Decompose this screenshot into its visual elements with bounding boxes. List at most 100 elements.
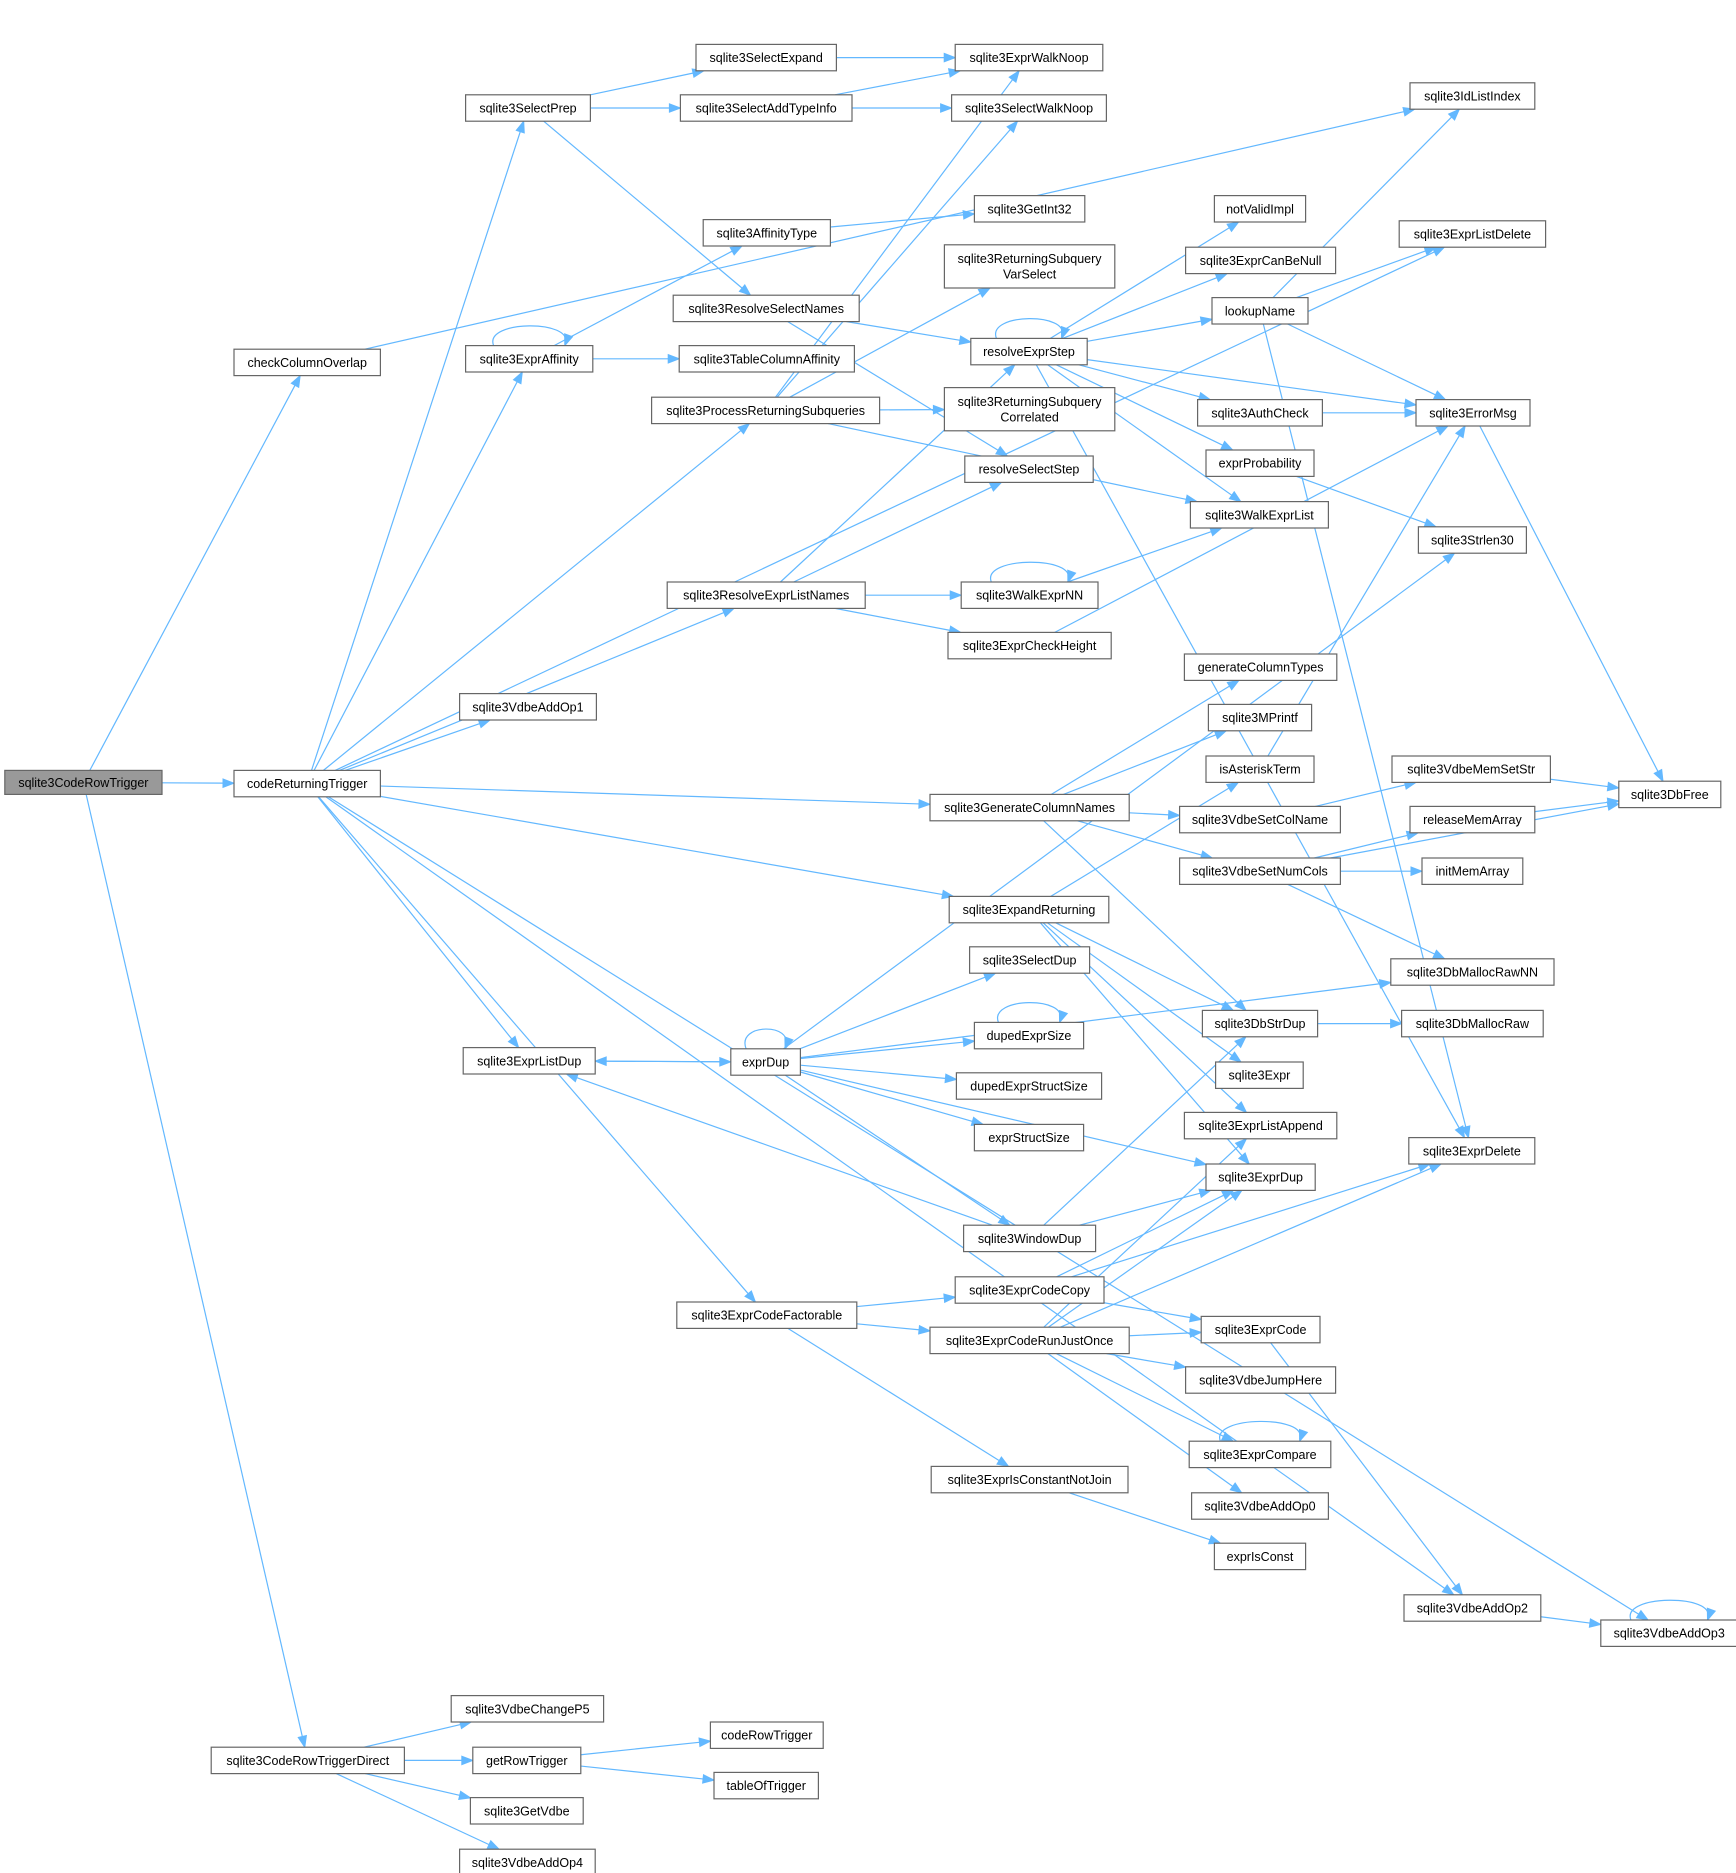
node-sqlite3VdbeMemSetStr[interactable]: sqlite3VdbeMemSetStr (1391, 755, 1551, 783)
edge-arrowhead (698, 1737, 712, 1748)
node-sqlite3VdbeAddOp0[interactable]: sqlite3VdbeAddOp0 (1190, 1492, 1329, 1520)
node-sqlite3ExprCodeFactorable[interactable]: sqlite3ExprCodeFactorable (676, 1301, 858, 1329)
node-label: sqlite3ExprCodeCopy (969, 1284, 1091, 1298)
node-sqlite3AffinityType[interactable]: sqlite3AffinityType (702, 219, 832, 247)
node-sqlite3VdbeAddOp3[interactable]: sqlite3VdbeAddOp3 (1600, 1619, 1736, 1647)
node-sqlite3GetVdbe[interactable]: sqlite3GetVdbe (469, 1796, 584, 1825)
node-box (1214, 1061, 1304, 1089)
node-sqlite3GetInt32[interactable]: sqlite3GetInt32 (973, 195, 1086, 223)
node-resolveSelectStep[interactable]: resolveSelectStep (964, 455, 1094, 483)
node-sqlite3MPrintf[interactable]: sqlite3MPrintf (1207, 703, 1313, 732)
node-label: sqlite3AffinityType (717, 226, 818, 240)
edge-arrowhead (1067, 569, 1077, 584)
node-sqlite3ExprCodeCopy[interactable]: sqlite3ExprCodeCopy (954, 1276, 1105, 1304)
node-sqlite3DbStrDup[interactable]: sqlite3DbStrDup (1201, 1009, 1319, 1038)
edge-arrowhead (667, 353, 681, 364)
node-sqlite3ResolveSelectNames[interactable]: sqlite3ResolveSelectNames (672, 294, 860, 323)
node-lookupName[interactable]: lookupName (1211, 297, 1309, 325)
node-sqlite3GenerateColumnNames[interactable]: sqlite3GenerateColumnNames (929, 793, 1130, 822)
node-box (1183, 1111, 1338, 1140)
node-sqlite3AuthCheck[interactable]: sqlite3AuthCheck (1196, 399, 1323, 427)
node-label: sqlite3ExprCanBeNull (1200, 254, 1322, 268)
node-sqlite3ExprListAppend[interactable]: sqlite3ExprListAppend (1183, 1111, 1338, 1140)
node-exprStructSize[interactable]: exprStructSize (973, 1123, 1085, 1152)
edge-root-to-sqlite3CodeRowTriggerDirect (85, 794, 308, 1749)
node-label: sqlite3DbMallocRaw (1416, 1017, 1530, 1031)
edge-line (800, 1041, 965, 1060)
node-sqlite3ExprListDelete[interactable]: sqlite3ExprListDelete (1398, 220, 1547, 248)
node-sqlite3ExprWalkNoop[interactable]: sqlite3ExprWalkNoop (954, 43, 1104, 72)
node-sqlite3CodeRowTriggerDirect[interactable]: sqlite3CodeRowTriggerDirect (210, 1746, 405, 1775)
node-dupedExprStructSize[interactable]: dupedExprStructSize (955, 1072, 1103, 1100)
node-label: sqlite3Strlen30 (1431, 534, 1514, 548)
node-isAsteriskTerm[interactable]: isAsteriskTerm (1205, 755, 1315, 783)
node-releaseMemArray[interactable]: releaseMemArray (1409, 805, 1536, 834)
node-sqlite3ResolveExprListNames[interactable]: sqlite3ResolveExprListNames (666, 581, 866, 609)
edge-line (344, 722, 481, 771)
edge-arrowhead (507, 1035, 520, 1049)
edge-line (1087, 359, 1407, 405)
node-sqlite3TableColumnAffinity[interactable]: sqlite3TableColumnAffinity (678, 345, 856, 373)
node-sqlite3VdbeAddOp4[interactable]: sqlite3VdbeAddOp4 (459, 1848, 596, 1873)
node-exprDup[interactable]: exprDup (730, 1048, 801, 1076)
node-sqlite3VdbeSetNumCols[interactable]: sqlite3VdbeSetNumCols (1178, 857, 1341, 885)
node-sqlite3ExprCompare[interactable]: sqlite3ExprCompare (1188, 1440, 1332, 1469)
node-generateColumnTypes[interactable]: generateColumnTypes (1183, 653, 1338, 681)
node-getRowTrigger[interactable]: getRowTrigger (472, 1746, 582, 1775)
node-box (1415, 399, 1531, 427)
node-sqlite3ExprCheckHeight[interactable]: sqlite3ExprCheckHeight (947, 631, 1112, 660)
node-sqlite3ExprDelete[interactable]: sqlite3ExprDelete (1408, 1136, 1536, 1165)
node-sqlite3VdbeAddOp1[interactable]: sqlite3VdbeAddOp1 (459, 692, 598, 721)
edge-sqlite3ExprCodeRunJustOnce-to-sqlite3ExprDup (1047, 1189, 1244, 1328)
edge-sqlite3ExprCodeRunJustOnce-to-sqlite3ExprCode (1129, 1327, 1203, 1338)
node-sqlite3ExprCodeRunJustOnce[interactable]: sqlite3ExprCodeRunJustOnce (929, 1326, 1130, 1355)
node-sqlite3WindowDup[interactable]: sqlite3WindowDup (962, 1224, 1097, 1253)
node-sqlite3ExprIsConstantNotJoin[interactable]: sqlite3ExprIsConstantNotJoin (930, 1465, 1129, 1494)
node-sqlite3Expr[interactable]: sqlite3Expr (1214, 1061, 1304, 1089)
node-sqlite3WalkExprNN[interactable]: sqlite3WalkExprNN (960, 581, 1099, 609)
node-tableOfTrigger[interactable]: tableOfTrigger (713, 1771, 820, 1800)
node-codeReturningTrigger[interactable]: codeReturningTrigger (233, 769, 381, 798)
node-sqlite3ExprAffinity[interactable]: sqlite3ExprAffinity (465, 345, 594, 373)
edge-line (800, 1069, 1197, 1163)
node-sqlite3SelectPrep[interactable]: sqlite3SelectPrep (465, 94, 592, 122)
node-exprProbability[interactable]: exprProbability (1205, 449, 1315, 477)
node-resolveExprStep[interactable]: resolveExprStep (970, 337, 1088, 366)
node-notValidImpl[interactable]: notValidImpl (1213, 195, 1307, 223)
node-sqlite3ExpandReturning[interactable]: sqlite3ExpandReturning (948, 895, 1110, 924)
node-sqlite3SelectExpand[interactable]: sqlite3SelectExpand (695, 43, 837, 72)
node-sqlite3ExprCode[interactable]: sqlite3ExprCode (1200, 1315, 1321, 1344)
node-sqlite3SelectWalkNoop[interactable]: sqlite3SelectWalkNoop (950, 94, 1107, 122)
node-sqlite3VdbeChangeP5[interactable]: sqlite3VdbeChangeP5 (450, 1694, 605, 1723)
edge-sqlite3VdbeMemSetStr-to-sqlite3DbFree (1550, 778, 1621, 792)
edge-line (856, 1323, 921, 1331)
node-initMemArray[interactable]: initMemArray (1421, 857, 1524, 885)
node-checkColumnOverlap[interactable]: checkColumnOverlap (233, 348, 381, 377)
node-exprIsConst[interactable]: exprIsConst (1213, 1542, 1307, 1571)
node-sqlite3Strlen30[interactable]: sqlite3Strlen30 (1417, 526, 1528, 554)
node-sqlite3ExprListDup[interactable]: sqlite3ExprListDup (462, 1046, 596, 1075)
node-sqlite3WalkExprList[interactable]: sqlite3WalkExprList (1189, 501, 1330, 529)
node-codeRowTrigger[interactable]: codeRowTrigger (709, 1721, 824, 1749)
node-sqlite3IdListIndex[interactable]: sqlite3IdListIndex (1409, 82, 1536, 110)
edge-line (380, 795, 944, 896)
node-box (4, 769, 163, 796)
node-sqlite3ErrorMsg[interactable]: sqlite3ErrorMsg (1415, 399, 1531, 427)
edge-arrowhead (1606, 781, 1621, 792)
node-sqlite3ExprCanBeNull[interactable]: sqlite3ExprCanBeNull (1184, 246, 1337, 275)
node-sqlite3SelectDup[interactable]: sqlite3SelectDup (968, 946, 1091, 974)
node-sqlite3ProcessReturningSubqueries[interactable]: sqlite3ProcessReturningSubqueries (650, 396, 881, 425)
node-sqlite3ExprDup[interactable]: sqlite3ExprDup (1205, 1163, 1316, 1191)
node-box (210, 1746, 405, 1775)
node-sqlite3VdbeJumpHere[interactable]: sqlite3VdbeJumpHere (1184, 1366, 1337, 1394)
node-root[interactable]: sqlite3CodeRowTrigger (4, 769, 163, 796)
node-sqlite3DbMallocRaw[interactable]: sqlite3DbMallocRaw (1400, 1009, 1544, 1038)
node-sqlite3VdbeAddOp2[interactable]: sqlite3VdbeAddOp2 (1403, 1594, 1542, 1622)
node-sqlite3DbFree[interactable]: sqlite3DbFree (1618, 780, 1722, 809)
node-sqlite3SelectAddTypeInfo[interactable]: sqlite3SelectAddTypeInfo (679, 94, 853, 122)
node-sqlite3VdbeSetColName[interactable]: sqlite3VdbeSetColName (1178, 805, 1341, 834)
node-dupedExprSize[interactable]: dupedExprSize (973, 1021, 1085, 1050)
node-sqlite3DbMallocRawNN[interactable]: sqlite3DbMallocRawNN (1390, 958, 1555, 986)
